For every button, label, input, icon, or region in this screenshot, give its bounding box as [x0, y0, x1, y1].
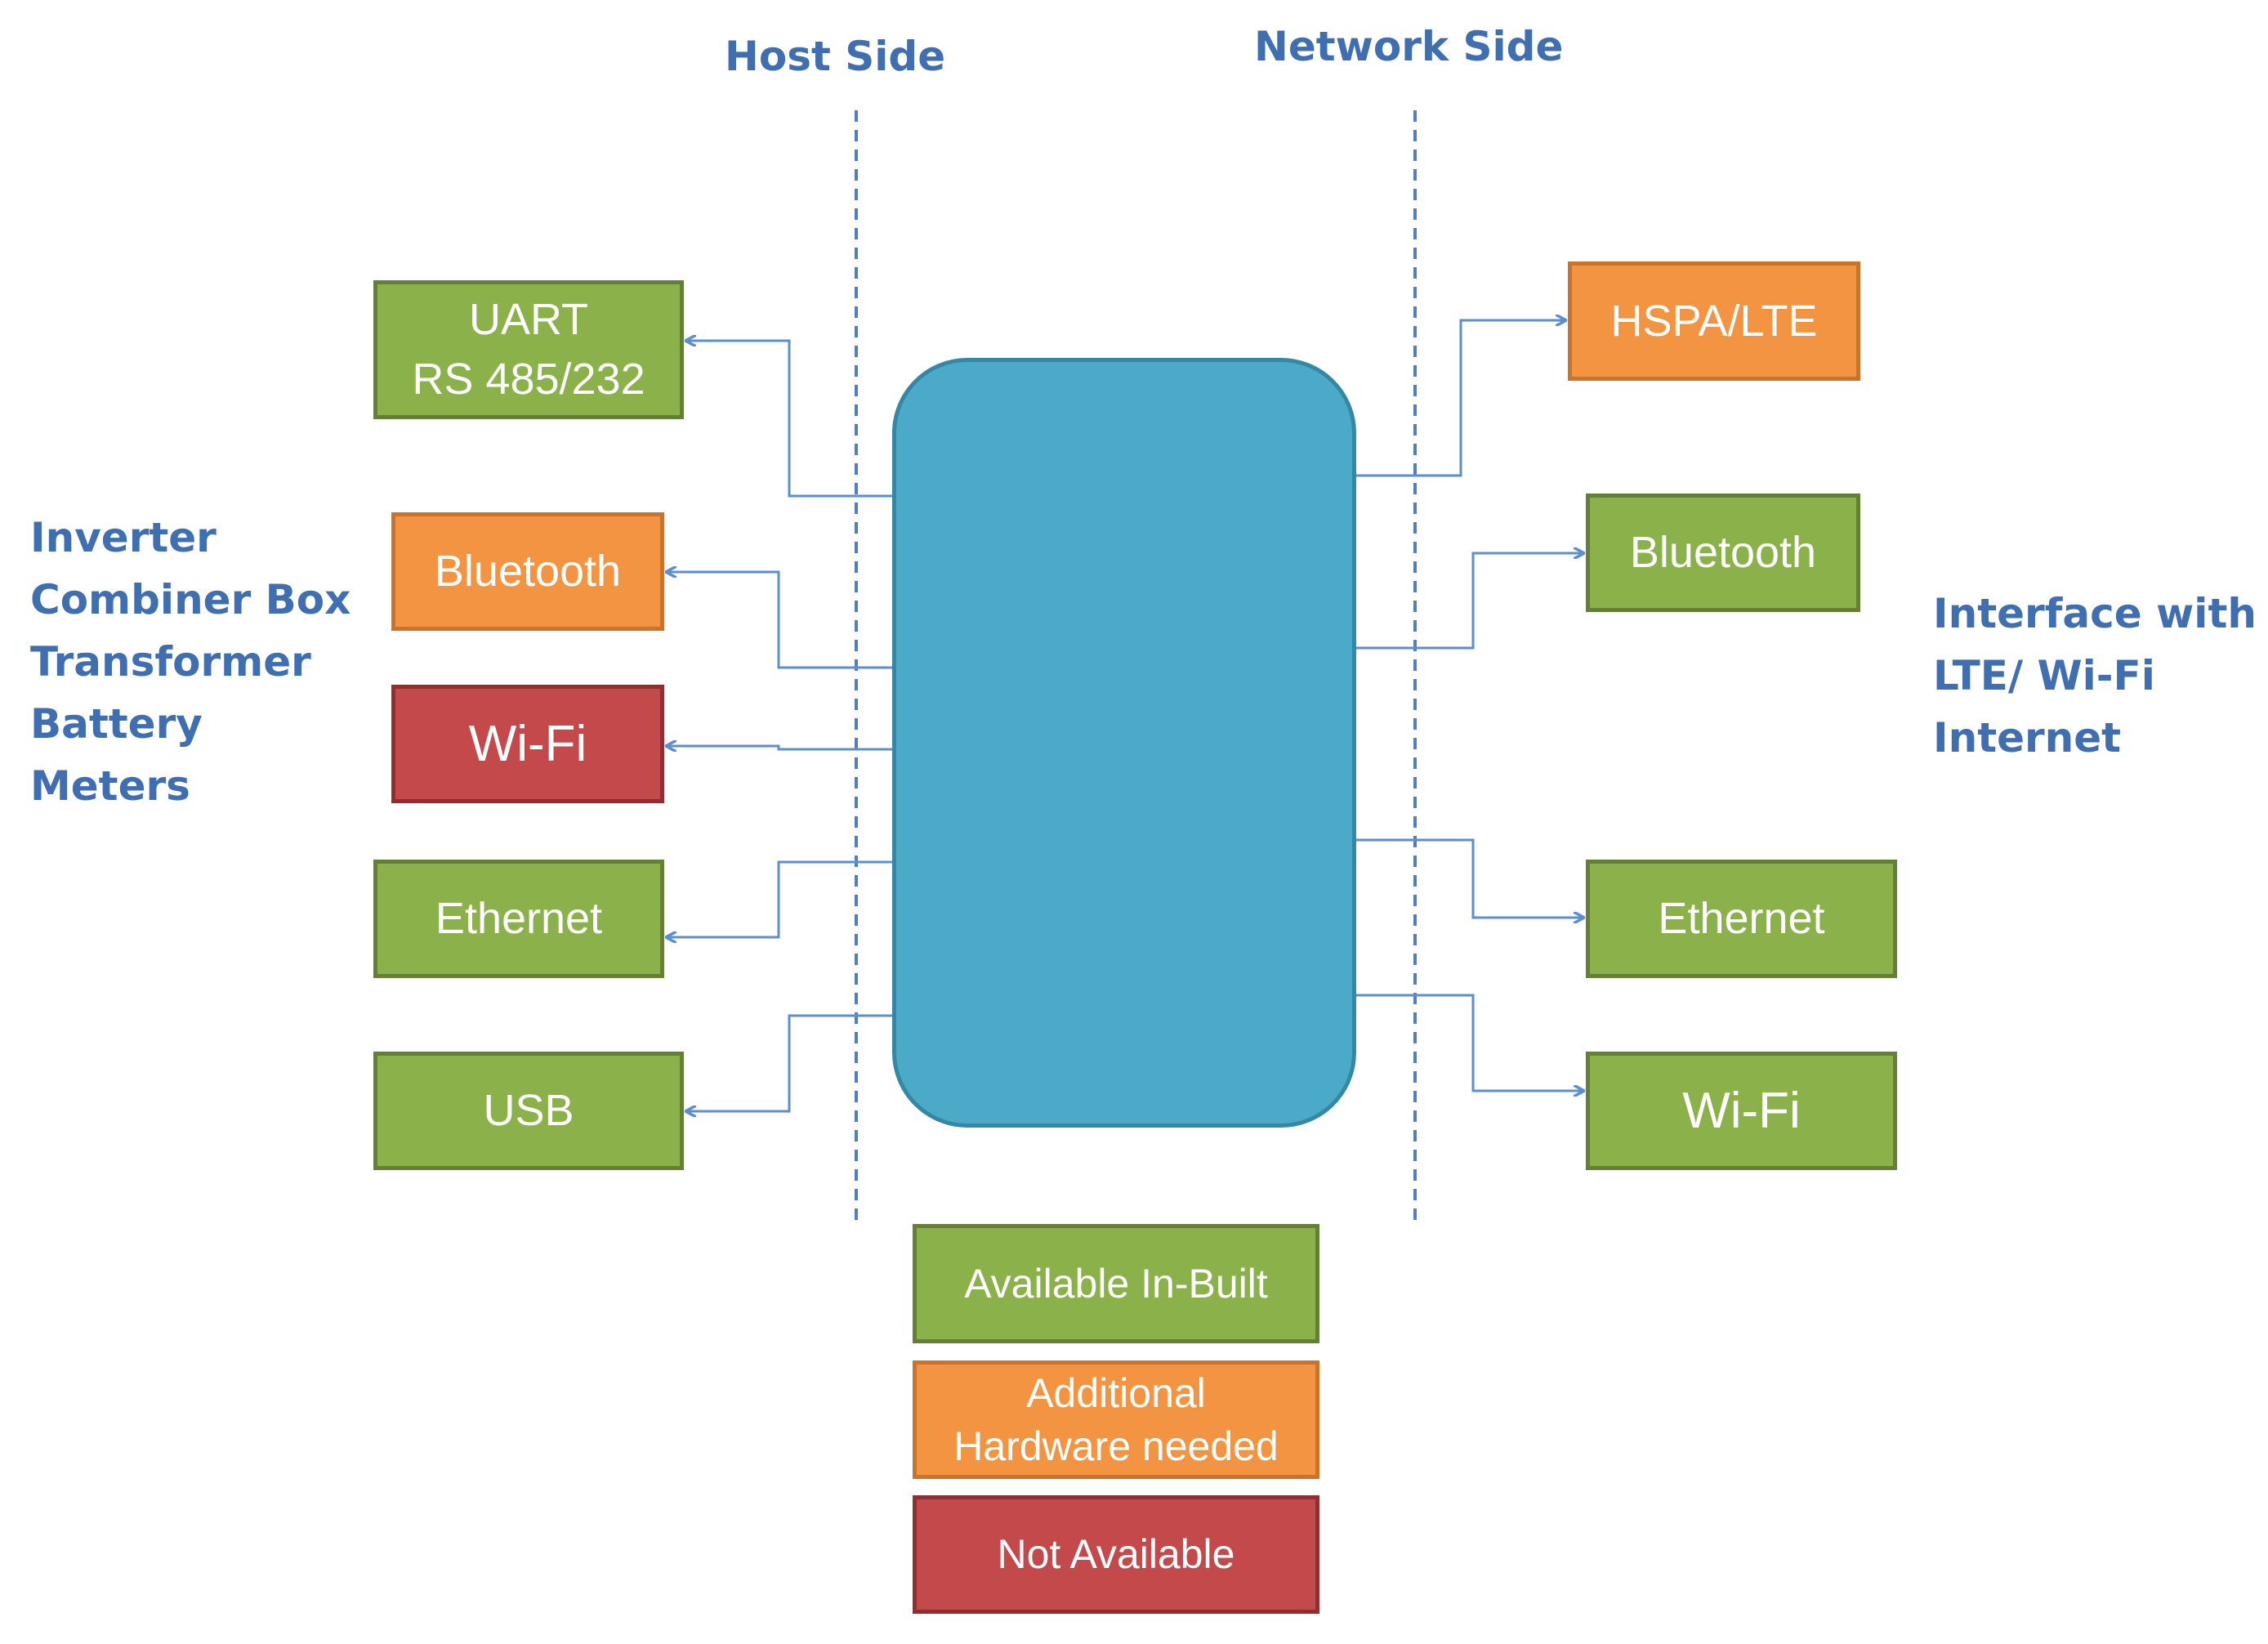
legend-additional-label-2: Hardware needed	[953, 1423, 1279, 1469]
central-module	[892, 358, 1356, 1128]
connector-host-wifi	[667, 746, 892, 749]
host-wifi-label: Wi-Fi	[468, 715, 587, 772]
host-uart-label-1: UART	[468, 295, 589, 345]
network-note-line-2: LTE/ Wi-Fi	[1933, 652, 2155, 699]
network-side-title: Network Side	[1254, 23, 1564, 70]
network-note-line-3: Internet	[1933, 714, 2122, 762]
connector-net-bluetooth	[1356, 553, 1583, 650]
host-device-meters: Meters	[30, 762, 190, 810]
host-bluetooth-box: Bluetooth	[391, 512, 664, 631]
host-side-title: Host Side	[725, 33, 946, 80]
network-note-line-1: Interface with	[1933, 590, 2257, 637]
connector-net-ethernet	[1356, 838, 1583, 918]
host-bluetooth-label: Bluetooth	[434, 547, 622, 596]
host-uart-label-2: RS 485/232	[412, 355, 645, 404]
network-bluetooth-box: Bluetooth	[1586, 494, 1860, 612]
legend-available-in-built: Available In-Built	[913, 1224, 1319, 1343]
network-hspa-lte-label: HSPA/LTE	[1610, 296, 1818, 346]
legend-not-available: Not Available	[913, 1495, 1319, 1614]
legend-additional-label-1: Additional	[1026, 1369, 1206, 1416]
network-wifi-box: Wi-Fi	[1586, 1052, 1897, 1170]
connector-host-ethernet	[667, 860, 892, 937]
host-ethernet-box: Ethernet	[373, 860, 664, 978]
network-bluetooth-label: Bluetooth	[1629, 528, 1817, 578]
legend-available-label: Available In-Built	[964, 1260, 1268, 1307]
connector-host-uart	[686, 341, 892, 498]
network-ethernet-box: Ethernet	[1586, 860, 1897, 978]
host-wifi-box: Wi-Fi	[391, 685, 664, 803]
host-device-transformer: Transformer	[30, 638, 311, 686]
host-device-inverter: Inverter	[30, 514, 217, 561]
network-interface-note: Interface with LTE/ Wi-Fi Internet	[1933, 583, 2257, 769]
host-usb-box: USB	[373, 1052, 684, 1170]
host-device-list: Inverter Combiner Box Transformer Batter…	[30, 507, 350, 817]
legend-additional-hardware: Additional Hardware needed	[913, 1360, 1319, 1479]
host-device-battery: Battery	[30, 700, 203, 748]
legend-not-available-label: Not Available	[997, 1531, 1235, 1577]
host-ethernet-label: Ethernet	[435, 894, 603, 944]
network-hspa-lte-box: HSPA/LTE	[1568, 261, 1860, 381]
connector-net-hspa	[1356, 320, 1565, 477]
network-ethernet-label: Ethernet	[1658, 894, 1825, 944]
connector-net-wifi	[1356, 994, 1583, 1091]
network-wifi-label: Wi-Fi	[1682, 1082, 1801, 1139]
host-device-combiner-box: Combiner Box	[30, 576, 351, 623]
host-uart-box: UART RS 485/232	[373, 280, 684, 419]
host-usb-label: USB	[483, 1086, 574, 1136]
connector-host-usb	[686, 1014, 892, 1111]
connector-host-bluetooth	[667, 572, 892, 669]
